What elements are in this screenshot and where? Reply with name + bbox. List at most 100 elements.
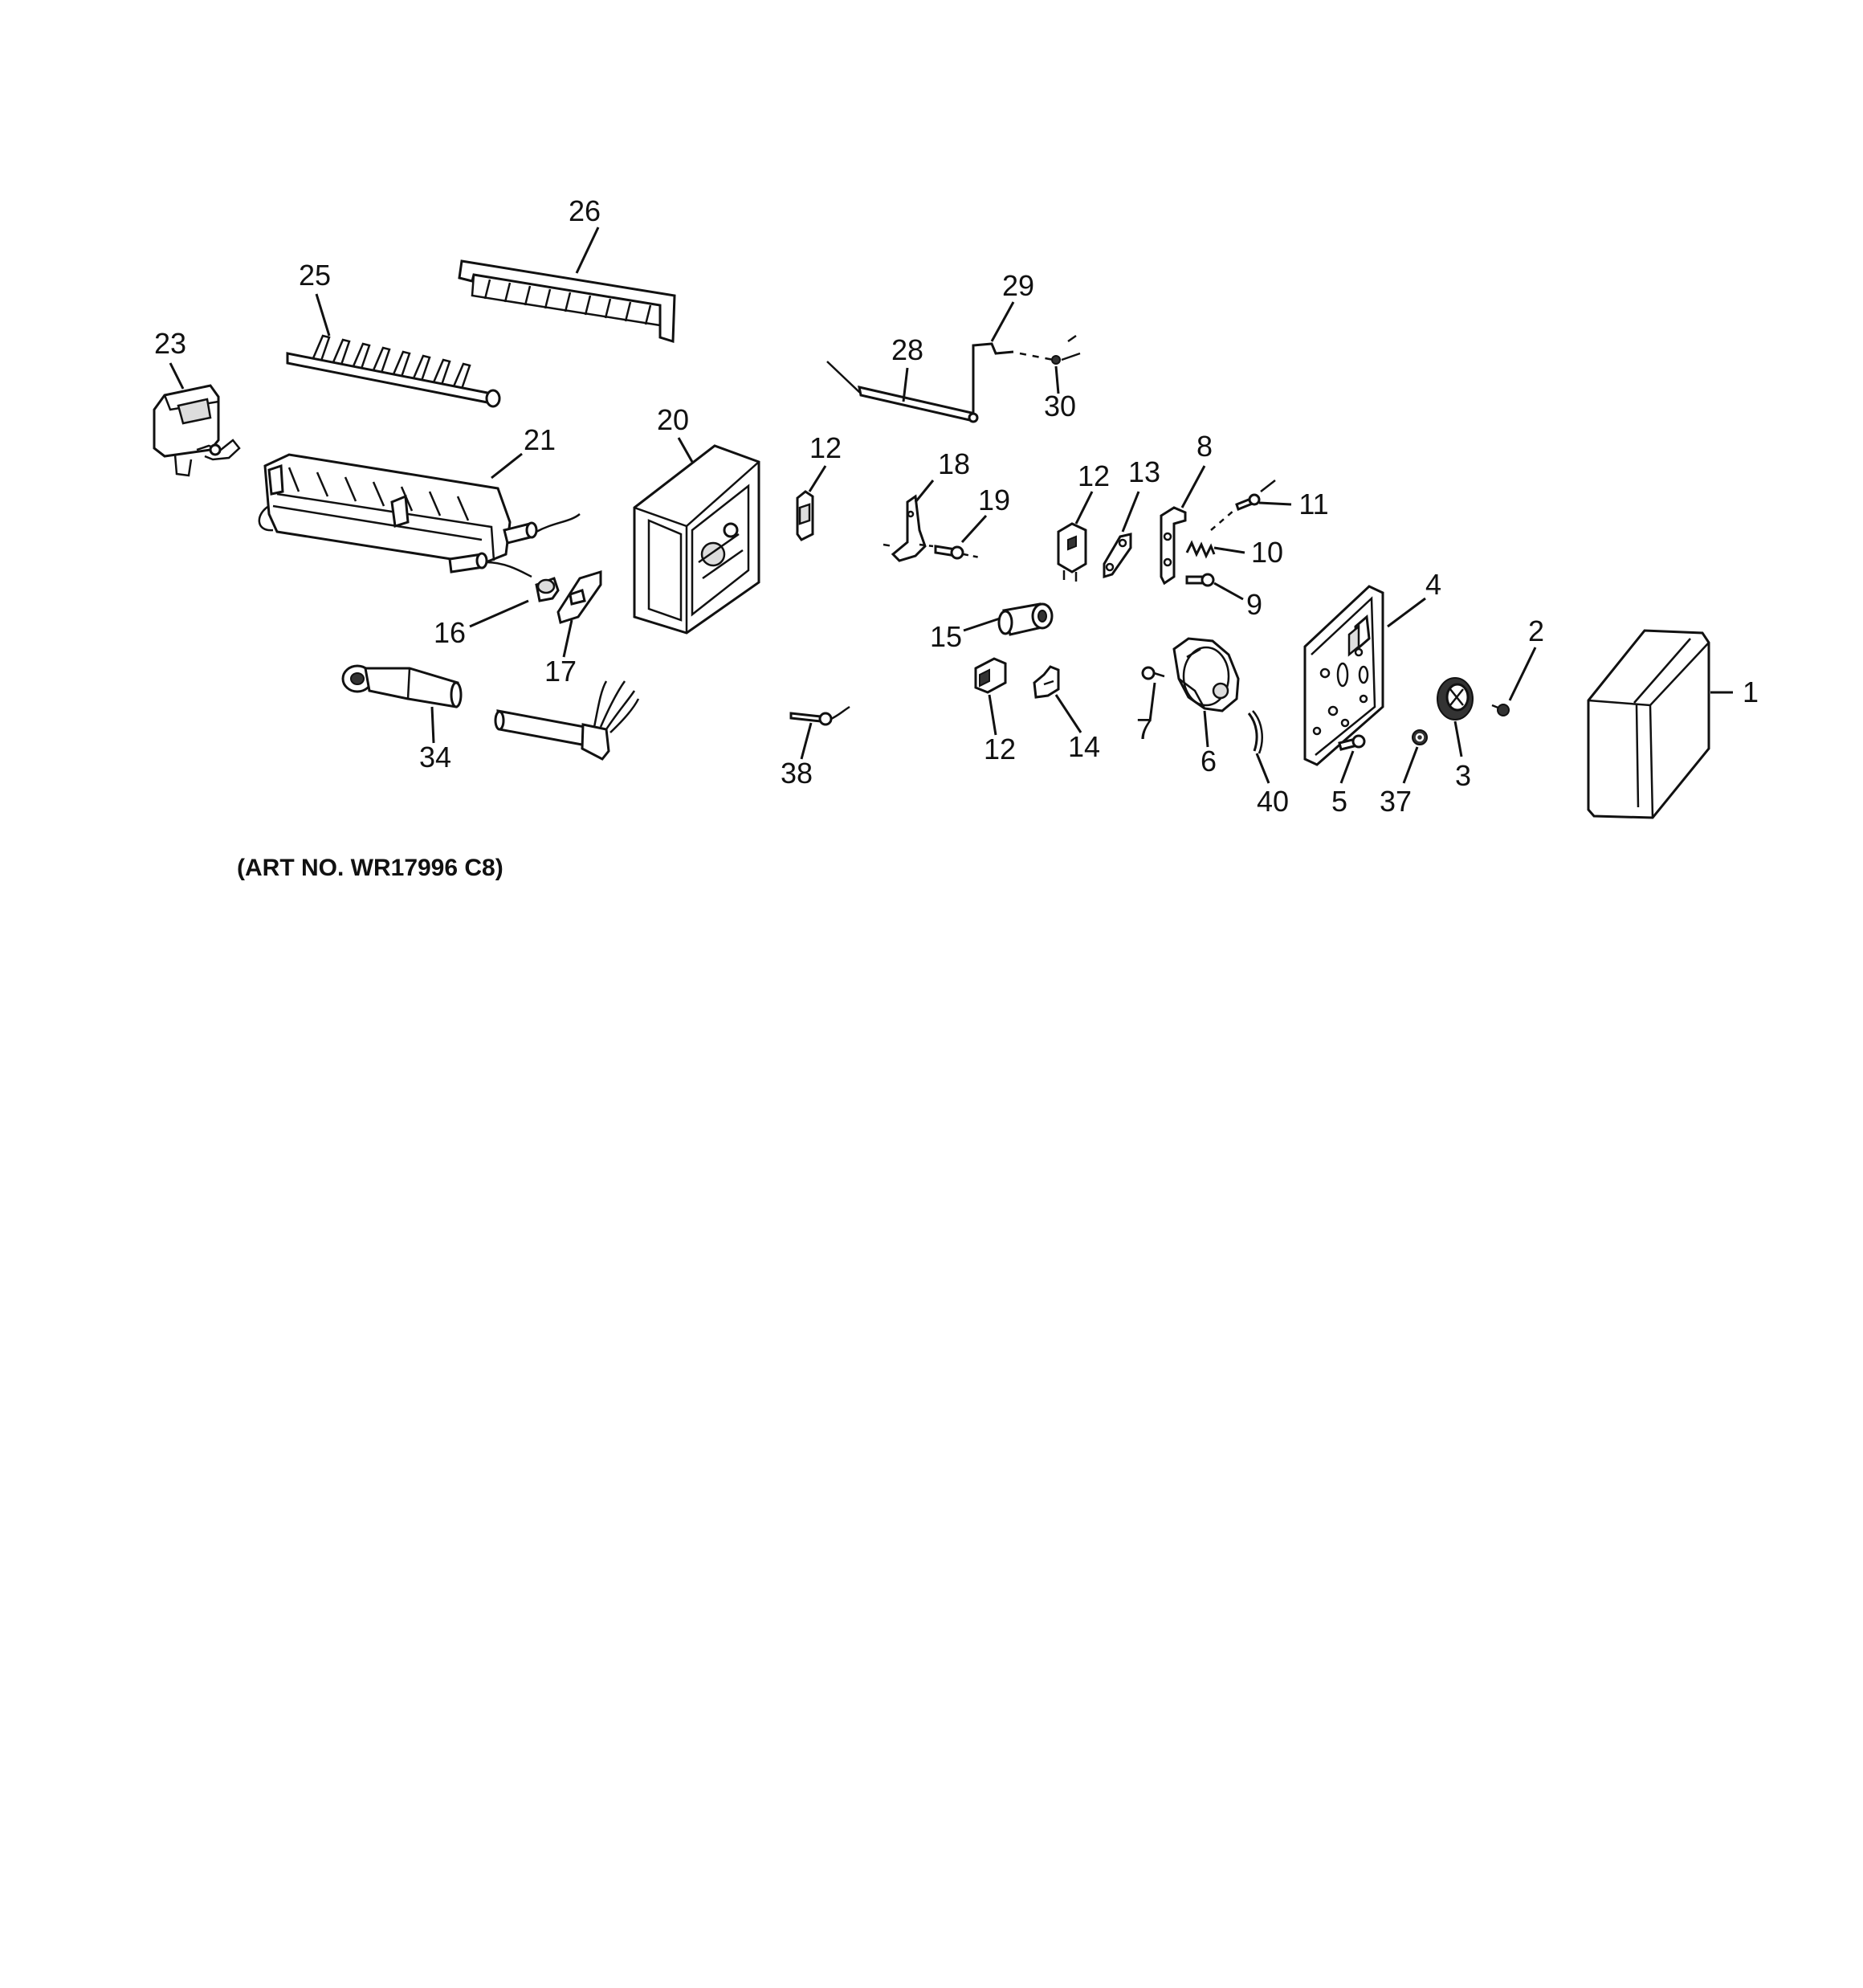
leader-4: [1387, 597, 1426, 628]
leader-7: [1148, 682, 1156, 722]
leader-28: [902, 367, 909, 402]
leader-14: [1054, 694, 1082, 733]
part-11-screw: [1210, 480, 1276, 531]
leader-30: [1054, 365, 1060, 394]
part-19-screw: [919, 543, 980, 560]
label-1: 1: [1743, 676, 1759, 708]
leader-16: [469, 599, 529, 628]
leader-12a: [808, 465, 827, 492]
label-15: 15: [930, 620, 962, 653]
leader-37: [1402, 746, 1419, 784]
label-29: 29: [1002, 269, 1034, 302]
label-28: 28: [891, 333, 923, 366]
part-10-spring: [1185, 540, 1216, 559]
part-2-screw: [1491, 704, 1510, 716]
leader-19: [960, 514, 988, 544]
part-9-screw: [1185, 573, 1215, 587]
part-13-insulator: [1103, 533, 1132, 579]
part-15-coupling: [997, 602, 1054, 636]
label-13: 13: [1128, 455, 1160, 488]
label-7: 7: [1136, 712, 1152, 745]
label-30: 30: [1044, 390, 1076, 423]
label-34: 34: [419, 741, 451, 774]
part-17-clip: [556, 569, 602, 624]
part-wiring-harness: [494, 680, 640, 761]
label-12c: 12: [984, 733, 1016, 765]
part-28-shutoff-arm: [826, 361, 975, 423]
leader-11: [1258, 501, 1292, 506]
part-23-fill-cup: [153, 384, 241, 477]
art-number: (ART NO. WR17996 C8): [237, 855, 503, 881]
leader-34: [430, 706, 435, 744]
label-37: 37: [1380, 785, 1412, 818]
label-6: 6: [1201, 745, 1217, 778]
label-38: 38: [781, 757, 813, 790]
leader-25: [315, 293, 331, 337]
part-7-screw: [1141, 666, 1165, 680]
part-20-housing: [633, 444, 760, 635]
leader-20: [677, 437, 694, 463]
part-6-motor: [1172, 637, 1240, 712]
part-12-switch-c: [974, 657, 1007, 694]
label-25: 25: [299, 259, 331, 292]
label-9: 9: [1246, 588, 1262, 621]
label-23: 23: [154, 327, 186, 360]
part-25-ejector: [286, 334, 501, 408]
leader-17: [562, 619, 573, 658]
label-4: 4: [1425, 568, 1441, 601]
part-37-nut: [1412, 729, 1428, 745]
leader-18: [914, 480, 935, 503]
part-14-lever: [1033, 665, 1060, 699]
part-4-mounting-plate: [1303, 585, 1384, 766]
part-30-screw: [1019, 334, 1081, 365]
label-5: 5: [1331, 785, 1347, 818]
leader-13: [1121, 491, 1140, 533]
part-26-stripper: [458, 259, 676, 344]
leader-8: [1180, 465, 1206, 508]
label-10: 10: [1251, 536, 1283, 569]
part-12-switch-b: [1057, 522, 1087, 582]
label-20: 20: [657, 403, 689, 436]
part-1-cover: [1587, 629, 1710, 819]
leader-9: [1213, 582, 1244, 601]
leader-3: [1453, 720, 1463, 757]
label-18: 18: [938, 447, 970, 480]
leader-29: [990, 301, 1015, 342]
part-5-screw: [1338, 734, 1366, 751]
leader-5: [1339, 750, 1355, 784]
label-17: 17: [544, 655, 577, 688]
label-19: 19: [978, 484, 1010, 516]
label-12a: 12: [809, 431, 842, 464]
leader-12c: [988, 694, 997, 736]
label-21: 21: [524, 423, 556, 456]
leader-2: [1508, 647, 1537, 701]
leader-10: [1213, 546, 1245, 554]
label-14: 14: [1068, 730, 1100, 763]
part-12-switch-a: [796, 490, 814, 541]
leader-38: [800, 722, 813, 760]
part-8-support: [1160, 506, 1187, 586]
leader-15: [963, 617, 1001, 632]
leader-6: [1203, 710, 1209, 748]
label-2: 2: [1528, 614, 1544, 647]
label-12b: 12: [1078, 459, 1110, 492]
label-16: 16: [434, 616, 466, 649]
part-16-thermostat: [535, 577, 560, 602]
part-21-mold: [258, 453, 581, 578]
label-26: 26: [569, 194, 601, 227]
label-3: 3: [1455, 759, 1471, 792]
leader-26: [575, 227, 600, 274]
part-38-pin: [789, 705, 850, 726]
part-29-crank: [968, 342, 1014, 423]
leader-12b: [1074, 491, 1094, 525]
part-18-bracket: [883, 494, 927, 562]
label-11: 11: [1298, 488, 1328, 520]
leader-21: [491, 452, 523, 480]
part-3-gear: [1437, 677, 1474, 720]
label-40: 40: [1257, 785, 1289, 818]
part-40-curved-piece: [1247, 710, 1263, 754]
label-8: 8: [1196, 430, 1213, 463]
leader-40: [1255, 753, 1270, 784]
part-34-fill-tube: [341, 664, 463, 708]
